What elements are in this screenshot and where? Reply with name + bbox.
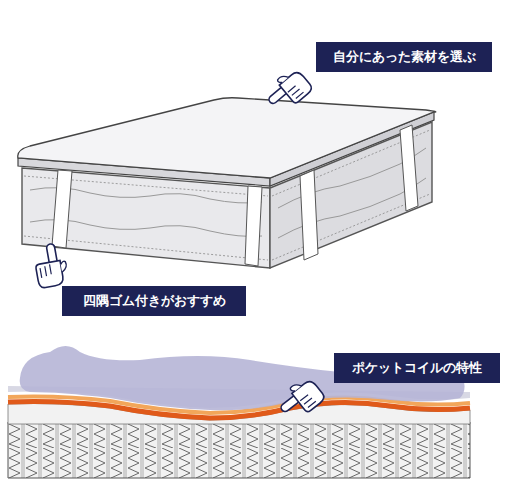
pointing-hand — [32, 242, 69, 289]
corner-band — [52, 125, 418, 266]
callout-box: ポケットコイルの特性 — [334, 353, 500, 383]
pointing-hand — [262, 65, 314, 115]
topper — [18, 98, 436, 186]
callout-box: 四隅ゴム付きがおすすめ — [62, 286, 246, 316]
callout-text: ポケットコイルの特性 — [352, 360, 482, 376]
callout-text: 自分にあった素材を選ぶ — [333, 49, 476, 65]
callout-text: 四隅ゴム付きがおすすめ — [83, 293, 226, 309]
callout-box: 自分にあった素材を選ぶ — [316, 42, 492, 72]
pointing-hand — [274, 374, 326, 424]
